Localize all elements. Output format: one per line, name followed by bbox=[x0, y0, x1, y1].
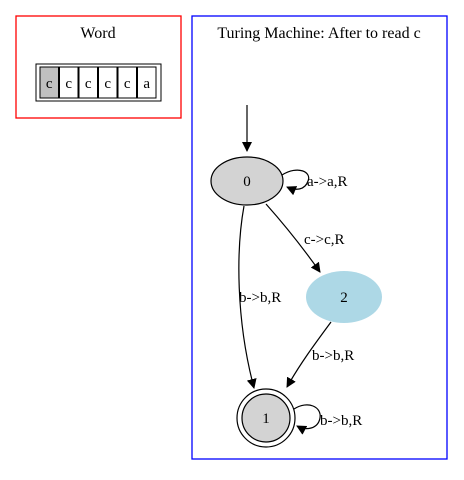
state-1-label: 1 bbox=[262, 411, 270, 427]
word-panel-title: Word bbox=[80, 25, 115, 42]
edge-0-1 bbox=[238, 205, 257, 389]
edge-label-0-1: b->b,R bbox=[239, 290, 281, 306]
state-0-label: 0 bbox=[243, 174, 251, 190]
tape-cell bbox=[98, 66, 118, 99]
tape-cell bbox=[59, 66, 79, 99]
state-1: 1 bbox=[236, 388, 296, 448]
state-2-label: 2 bbox=[340, 290, 348, 306]
state-2: 2 bbox=[306, 271, 382, 323]
tape-cell-symbol: c bbox=[85, 76, 92, 92]
tape-cell bbox=[78, 66, 98, 99]
machine-panel: Turing Machine: After to read c a->a,R c… bbox=[191, 15, 448, 460]
tape-cell-symbol: a bbox=[143, 76, 150, 92]
machine-panel-frame bbox=[191, 15, 448, 460]
edge-label-1-1: b->b,R bbox=[320, 413, 362, 429]
state-0-shape bbox=[210, 156, 284, 206]
tape-cell bbox=[137, 66, 157, 99]
tape-cell-symbol: c bbox=[65, 76, 72, 92]
tape-cell-head bbox=[39, 66, 59, 99]
edge-0-2 bbox=[265, 203, 321, 273]
tape-cell-symbol: c bbox=[46, 76, 53, 92]
edge-label-0-0: a->a,R bbox=[307, 174, 348, 190]
edge-0-0 bbox=[281, 169, 310, 196]
state-1-shape bbox=[241, 393, 291, 443]
edge-label-0-2: c->c,R bbox=[304, 232, 345, 248]
edge-1-1 bbox=[293, 404, 321, 435]
tape-frame bbox=[35, 63, 162, 102]
machine-panel-title: Turing Machine: After to read c bbox=[217, 25, 420, 42]
state-2-shape bbox=[306, 271, 382, 323]
edge-2-1 bbox=[286, 321, 332, 388]
tape-cell-symbol: c bbox=[104, 76, 111, 92]
word-panel-frame bbox=[15, 15, 182, 119]
tape-cell-symbol: c bbox=[124, 76, 131, 92]
state-0: 0 bbox=[210, 156, 284, 206]
state-1-outer-ring bbox=[236, 388, 296, 448]
edge-label-2-1: b->b,R bbox=[312, 348, 354, 364]
tape-cell bbox=[117, 66, 137, 99]
